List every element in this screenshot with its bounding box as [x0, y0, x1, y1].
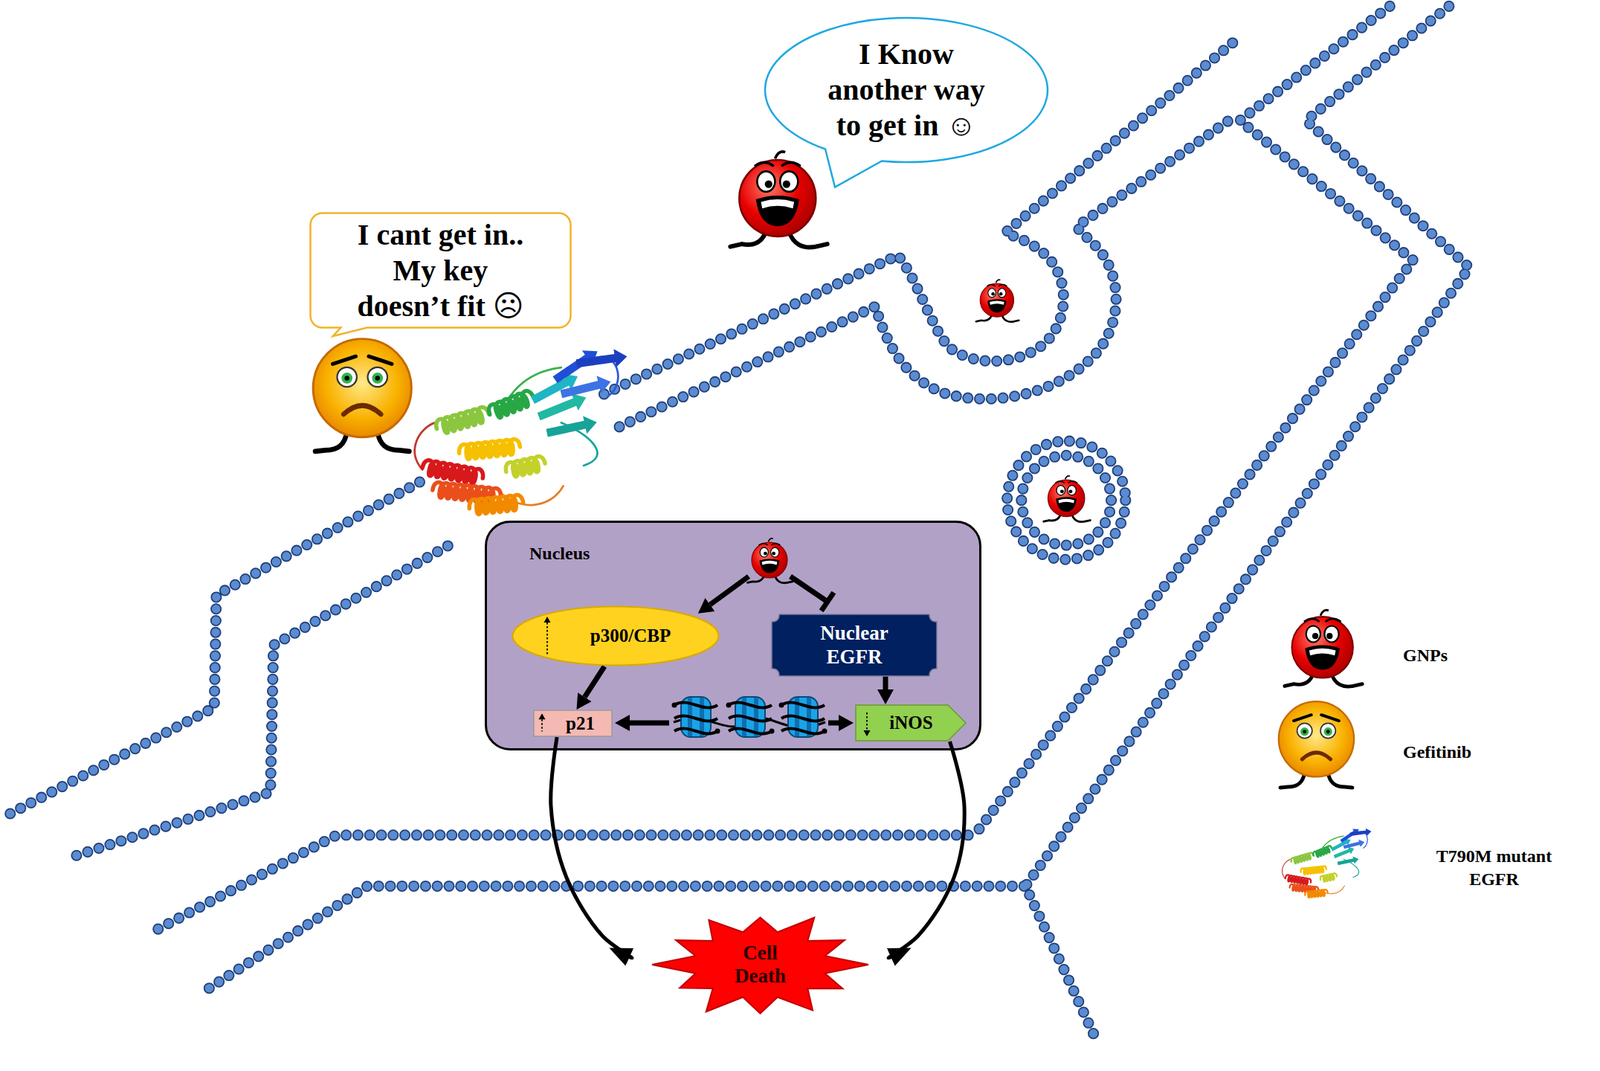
- legend-symbol: [1281, 826, 1372, 899]
- nanoparticle-figure: [976, 279, 1019, 322]
- arrow-connector: [550, 736, 632, 958]
- change-arrow: [544, 616, 551, 623]
- outcome-starburst-outline: [652, 916, 869, 1013]
- legend-label: T790M mutant EGFR: [1428, 844, 1560, 891]
- membrane-bead: [1007, 440, 1126, 560]
- membrane-bead: [603, 37, 1240, 395]
- membrane-outline: [619, 116, 1235, 427]
- node-text: p300/CBP: [590, 625, 671, 647]
- pathway-arrow: [629, 720, 670, 726]
- change-arrow: [544, 616, 551, 655]
- nanoparticle-figure: [747, 538, 793, 583]
- protein-ellipse: p300/CBP: [511, 605, 720, 667]
- speech-bubble: I Know another way to get in ☺: [763, 16, 1050, 164]
- speech-bubble-outline: [765, 17, 1048, 188]
- node-text: p21: [565, 713, 595, 734]
- node-text: Nuclear EGFR: [805, 621, 903, 668]
- inhibition-line: [790, 576, 828, 602]
- legend-label: GNPs: [1402, 643, 1448, 667]
- protein-ellipse-outline: [513, 606, 719, 666]
- legend-entry: GNPs: [1402, 643, 1448, 667]
- nanoparticle-figure: [730, 151, 1090, 522]
- nucleosome-symbol: [672, 696, 828, 737]
- pathway-arrow: [828, 720, 839, 726]
- membrane-bead: [1025, 5, 1470, 1041]
- change-arrow: [539, 713, 546, 719]
- legend-symbol: [1278, 609, 1372, 898]
- membrane-outline: [974, 5, 1414, 835]
- node-text: I cant get in.. My key doesn’t fit ☹: [351, 217, 531, 325]
- receptor-figure: [414, 343, 629, 516]
- receptor-figure: [414, 343, 629, 516]
- nucleosome-symbol: [726, 696, 775, 737]
- drug-figure: [313, 339, 412, 452]
- inhibition-line: [821, 592, 835, 612]
- pathway-arrow: [710, 576, 749, 605]
- arrow-connector: [584, 666, 605, 697]
- node-text: Cell Death: [724, 941, 796, 988]
- change-arrow: [863, 730, 871, 737]
- nanoparticle-figure: [747, 538, 793, 583]
- inhibition-line: [790, 576, 834, 611]
- membrane-bead: [10, 479, 424, 814]
- arrow-connector: [888, 741, 965, 958]
- node-text: iNOS: [889, 712, 933, 734]
- speech-bubble-outline: [310, 213, 572, 337]
- nucleosome-symbol: [779, 696, 828, 737]
- change-arrow: [863, 712, 871, 737]
- membrane-bead: [1021, 455, 1112, 545]
- gene-arrow-outline: [855, 704, 966, 741]
- membrane-bead: [208, 885, 1026, 988]
- legend-entry: T790M mutant EGFR: [1428, 844, 1560, 891]
- membrane-outline: [1007, 440, 1126, 560]
- drug-figure: [313, 339, 412, 452]
- gene-box-outline: [533, 710, 612, 737]
- membrane-bead: [974, 5, 1414, 835]
- legend-symbol: [1284, 609, 1363, 687]
- gene-arrow: iNOS: [855, 704, 967, 742]
- node-text: I Know another way to get in ☺: [820, 36, 992, 144]
- protein-banner: Nuclear EGFR: [771, 614, 937, 676]
- membrane-outline: [76, 544, 450, 856]
- change-arrow: [546, 618, 548, 655]
- nucleus-compartment: Nucleus p300/CBP Nuclear EGFR p21 iNOS: [484, 520, 982, 751]
- outcome-starburst: Cell Death: [650, 908, 870, 1021]
- membrane-outline: [1021, 455, 1112, 545]
- legend-symbol: [1278, 701, 1354, 788]
- membrane-outline: [603, 37, 1240, 395]
- gene-box: p21: [533, 709, 613, 737]
- membrane-outline: [208, 885, 1026, 988]
- membrane-bead: [10, 5, 1470, 1041]
- nanoparticle-figure: [1043, 475, 1091, 522]
- nanoparticle-figure: [730, 151, 827, 248]
- membrane-outline: [10, 5, 1470, 1041]
- membrane-bead: [76, 544, 450, 856]
- membrane-outline: [10, 479, 424, 814]
- legend-entry: Gefitinib: [1402, 740, 1472, 764]
- nucleosome-symbol: [672, 696, 721, 737]
- change-arrow: [539, 713, 546, 731]
- compartment-label: Nucleus: [529, 542, 980, 565]
- speech-bubble: I cant get in.. My key doesn’t fit ☹: [309, 211, 572, 329]
- membrane-bead: [619, 116, 1235, 427]
- legend-label: Gefitinib: [1402, 740, 1472, 764]
- protein-banner-outline: [771, 614, 937, 676]
- arrow-connector: [883, 675, 889, 690]
